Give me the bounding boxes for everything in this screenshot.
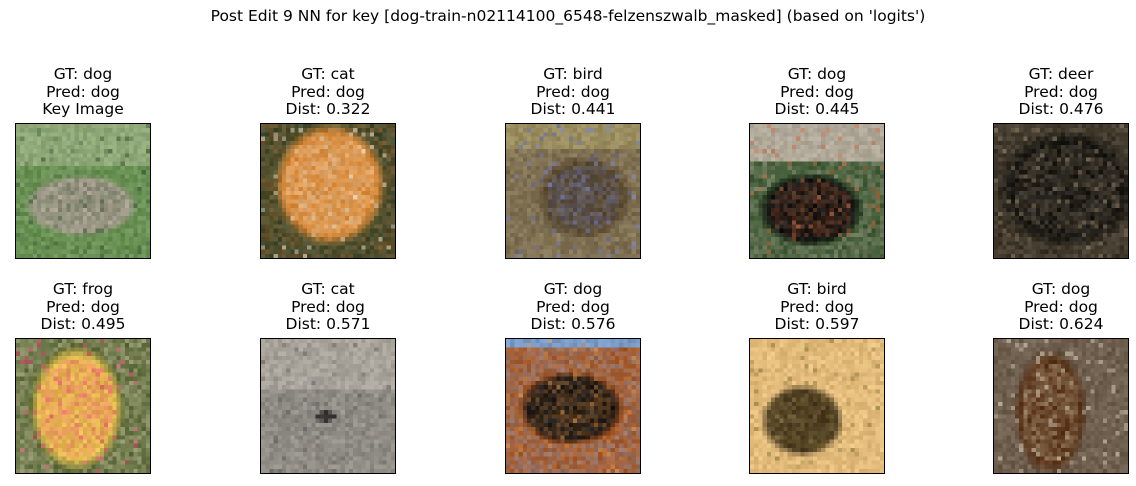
neighbor-image-thumbnail	[749, 338, 885, 474]
prediction-label: Pred: dog	[291, 297, 365, 316]
neighbor-image-thumbnail	[15, 338, 151, 474]
neighbor-image-thumbnail	[260, 123, 396, 259]
distance-label: Dist: 0.441	[530, 100, 616, 118]
pixelated-photo	[261, 339, 395, 473]
distance-label: Dist: 0.476	[1018, 100, 1104, 118]
pixelated-photo	[506, 124, 640, 258]
neighbor-image-thumbnail	[260, 338, 396, 474]
ground-truth-label: GT: deer	[1028, 65, 1094, 83]
neighbor-image-thumbnail	[505, 123, 641, 259]
pixelated-photo	[994, 339, 1128, 473]
pixelated-photo	[506, 339, 640, 473]
key-image-thumbnail	[15, 123, 151, 259]
prediction-label: Pred: dog	[780, 82, 854, 101]
prediction-label: Pred: dog	[291, 82, 365, 101]
prediction-label: Pred: dog	[1024, 297, 1098, 316]
ground-truth-label: GT: frog	[52, 280, 114, 298]
pixelated-photo	[750, 124, 884, 258]
ground-truth-label: GT: cat	[301, 280, 355, 298]
neighbor-image-thumbnail	[993, 123, 1129, 259]
ground-truth-label: GT: bird	[787, 280, 847, 298]
figure-title: Post Edit 9 NN for key [dog-train-n02114…	[210, 7, 926, 25]
distance-label: Dist: 0.445	[774, 100, 860, 118]
distance-label: Dist: 0.571	[285, 315, 371, 333]
pixelated-photo	[994, 124, 1128, 258]
pixelated-photo	[750, 339, 884, 473]
ground-truth-label: GT: dog	[787, 65, 847, 83]
neighbor-image-thumbnail	[993, 338, 1129, 474]
prediction-label: Pred: dog	[1024, 82, 1098, 101]
ground-truth-label: GT: cat	[301, 65, 355, 83]
distance-label: Dist: 0.495	[40, 315, 126, 333]
ground-truth-label: GT: dog	[1031, 280, 1091, 298]
pixelated-photo	[16, 124, 150, 258]
key-image-label: Key Image	[42, 100, 124, 118]
prediction-label: Pred: dog	[46, 82, 120, 101]
ground-truth-label: GT: dog	[543, 280, 603, 298]
prediction-label: Pred: dog	[780, 297, 854, 316]
prediction-label: Pred: dog	[536, 297, 610, 316]
distance-label: Dist: 0.576	[530, 315, 616, 333]
prediction-label: Pred: dog	[46, 297, 120, 316]
distance-label: Dist: 0.597	[774, 315, 860, 333]
distance-label: Dist: 0.322	[285, 100, 371, 118]
ground-truth-label: GT: bird	[543, 65, 603, 83]
distance-label: Dist: 0.624	[1018, 315, 1104, 333]
ground-truth-label: GT: dog	[53, 65, 113, 83]
pixelated-photo	[261, 124, 395, 258]
neighbor-image-thumbnail	[749, 123, 885, 259]
prediction-label: Pred: dog	[536, 82, 610, 101]
pixelated-photo	[16, 339, 150, 473]
neighbor-image-thumbnail	[505, 338, 641, 474]
